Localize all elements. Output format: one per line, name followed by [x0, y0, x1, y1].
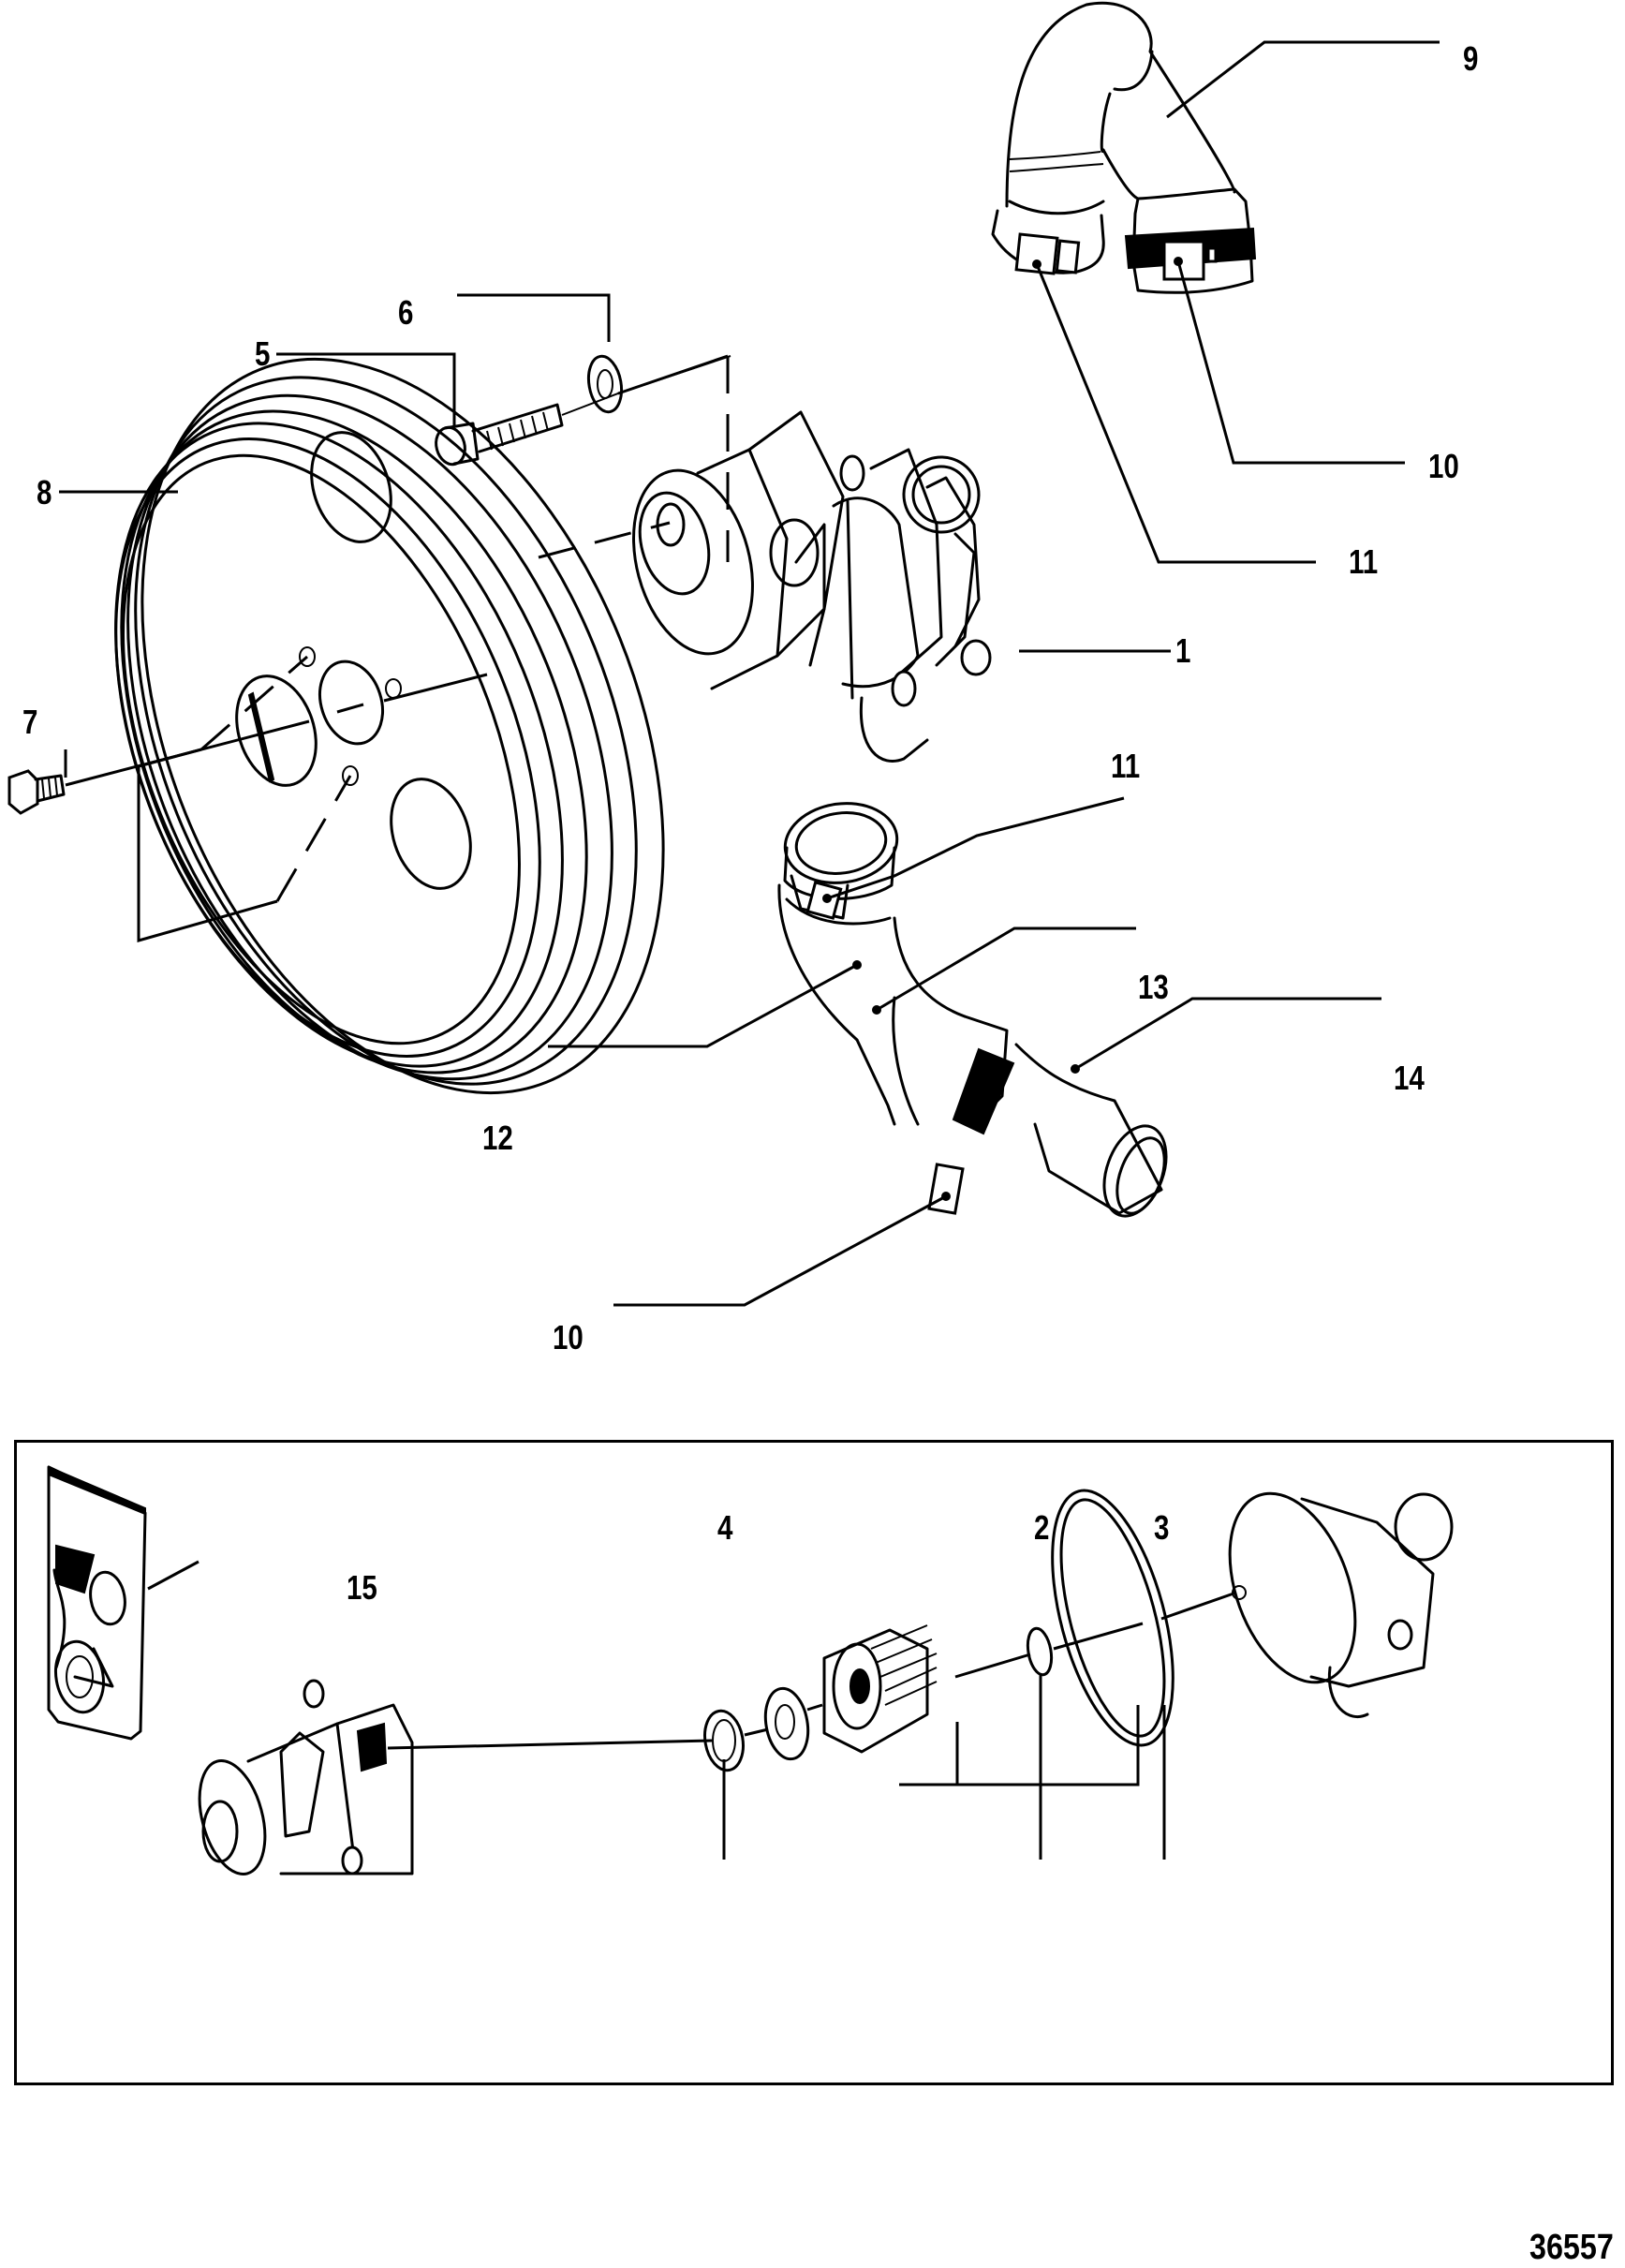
lower-hose-assembly	[548, 796, 1381, 1307]
pulley-8	[114, 357, 665, 1095]
callout-11-upper: 11	[1349, 542, 1379, 581]
o-ring-2-inset	[954, 1622, 1144, 1860]
callout-8: 8	[37, 473, 52, 511]
callout-4: 4	[717, 1508, 733, 1547]
pump-assembly-1	[617, 354, 1171, 763]
callout-13: 13	[1138, 968, 1169, 1006]
callout-7: 7	[22, 703, 38, 741]
callout-1: 1	[1175, 631, 1191, 670]
leader-10-upper	[1176, 260, 1405, 465]
o-ring-3-inset	[1051, 1489, 1237, 1860]
callout-15: 15	[347, 1568, 377, 1607]
washer-6	[561, 354, 731, 416]
inset-frame	[14, 1440, 1614, 2085]
leader-5	[276, 352, 456, 426]
pump-housing-inset	[198, 1679, 414, 1875]
pump-cover-inset	[1228, 1491, 1454, 1718]
spacer-inset	[744, 1686, 810, 1761]
upper-clamp-10	[1124, 227, 1257, 281]
centerline-pulley-pump	[538, 521, 671, 559]
callout-6: 6	[398, 293, 414, 332]
document-number: 36557	[1529, 2228, 1614, 2267]
leader-6	[457, 293, 611, 342]
callout-10-upper: 10	[1428, 447, 1459, 485]
callout-2: 2	[1034, 1508, 1050, 1547]
upper-clamp-11	[991, 209, 1105, 275]
upper-hose	[991, 1, 1257, 294]
leader-9	[1166, 40, 1440, 119]
callout-9: 9	[1463, 39, 1479, 78]
leader-11-upper	[1035, 263, 1316, 564]
repair-kit-bag-15	[47, 1465, 199, 1741]
impeller-inset	[806, 1624, 1140, 1786]
callout-12: 12	[482, 1119, 513, 1157]
callout-3: 3	[1154, 1508, 1170, 1547]
bolt-7	[7, 673, 488, 815]
screw-5	[435, 403, 564, 467]
callout-5: 5	[255, 334, 271, 373]
seal-4-inset	[387, 1709, 745, 1860]
callout-11-lower: 11	[1111, 747, 1141, 785]
callout-14: 14	[1394, 1059, 1425, 1097]
callout-10-lower: 10	[553, 1318, 584, 1356]
